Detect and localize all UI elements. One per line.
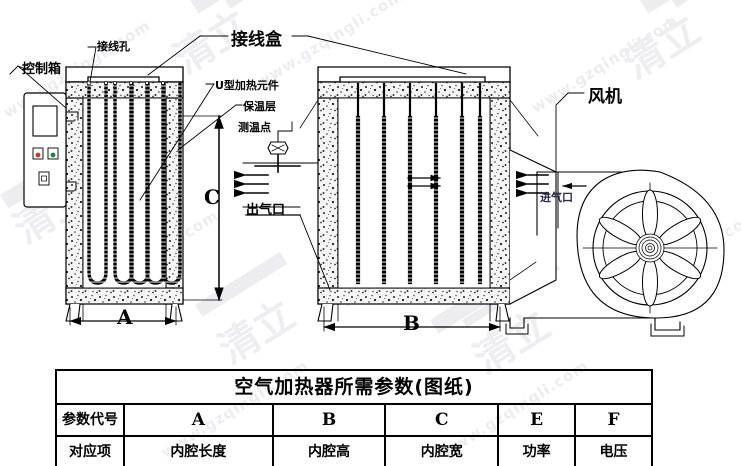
control-box-conduits: [65, 111, 79, 192]
air-outlet-duct-lines: [242, 162, 319, 208]
dimension-line-b: [323, 306, 501, 332]
table-row: 参数代号 A B C E F: [55, 403, 653, 437]
cell-value-c: 内腔宽: [384, 435, 500, 466]
side-view-heater: [65, 66, 184, 322]
cell-code-b: B: [271, 403, 387, 437]
label-control-box: 控制箱: [22, 62, 62, 77]
cell-value-b: 内腔高: [271, 435, 387, 466]
label-air-outlet: 出气口: [246, 203, 286, 218]
label-u-heating-element: U型加热元件: [215, 79, 279, 92]
row-label-parameter-code: 参数代号: [55, 403, 125, 437]
table-title-row: 空气加热器所需参数(图纸): [55, 369, 653, 405]
label-junction-box: 接线盒: [231, 30, 282, 50]
cell-code-a: A: [123, 403, 274, 437]
fan-base-frame: [509, 317, 681, 331]
dimension-line-a: [69, 306, 177, 326]
junction-box-left: [65, 66, 184, 83]
label-insulation-layer: 保温层: [243, 100, 276, 113]
inner-cavity-front: [337, 97, 491, 289]
dimension-label-b: B: [403, 311, 420, 335]
heating-elements-front: [355, 82, 483, 285]
temperature-sensor: [254, 130, 301, 173]
row-label-corresponding-item: 对应项: [55, 435, 125, 466]
air-outlet-arrows: [234, 170, 269, 198]
cell-value-f: 电压: [574, 435, 653, 466]
base-legs-front: [317, 303, 510, 322]
control-box-indicators: [32, 147, 59, 160]
u-heating-elements-side: [87, 82, 182, 285]
front-view-heater: [317, 66, 511, 322]
air-inlet-arrows: [516, 170, 587, 198]
table-row: 对应项 内腔长度 内腔高 内腔宽 功率 电压: [55, 435, 653, 466]
fan-assembly: [505, 149, 725, 337]
cell-value-e: 功率: [497, 435, 577, 466]
leader-lines: [9, 35, 585, 291]
dimension-label-a: A: [117, 305, 133, 329]
wiring-terminals-side: [86, 80, 165, 86]
insulation-layer-side: [65, 81, 184, 305]
dimension-label-c: C: [204, 185, 220, 209]
label-air-inlet: 进气口: [540, 191, 573, 204]
control-box: [23, 92, 79, 208]
cell-code-c: C: [384, 403, 500, 437]
label-temp-measure-point: 测温点: [238, 121, 271, 134]
parameter-table: 空气加热器所需参数(图纸) 参数代号 A B C E F 对应项 内腔长度 内腔…: [55, 369, 653, 466]
dimension-line-c: [182, 115, 224, 301]
label-wiring-hole: 接线孔: [97, 40, 130, 53]
cell-code-e: E: [497, 403, 577, 437]
cell-code-f: F: [574, 403, 653, 437]
junction-box-right: [317, 66, 511, 83]
table-title: 空气加热器所需参数(图纸): [55, 369, 653, 405]
fan-blades: [598, 189, 702, 307]
fan-transition-duct: [509, 149, 557, 305]
label-fan: 风机: [588, 87, 622, 107]
flow-arrows-front: [407, 174, 441, 190]
fan-hub: [635, 233, 665, 263]
cell-value-a: 内腔长度: [123, 435, 274, 466]
control-box-display: [32, 105, 58, 137]
inner-cavity-side: [82, 97, 167, 289]
